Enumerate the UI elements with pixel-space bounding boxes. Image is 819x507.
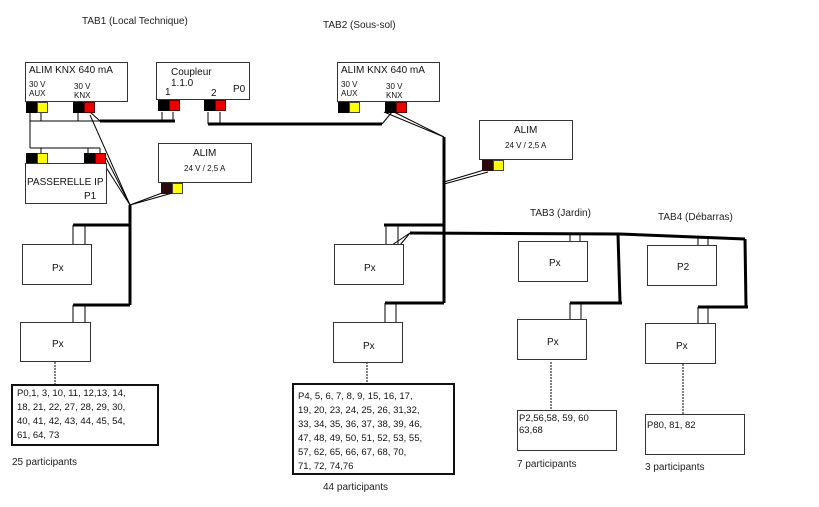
terminal-aux bbox=[172, 183, 183, 194]
wire bbox=[393, 111, 445, 138]
alim-knx-title: ALIM KNX 640 mA bbox=[29, 65, 113, 76]
aux-voltage: 30 V bbox=[341, 80, 358, 89]
wire bbox=[89, 114, 131, 206]
device-label: Px bbox=[549, 258, 561, 269]
tab1-alim-knx: ALIM KNX 640 mA 30 V AUX 30 V KNX bbox=[25, 62, 128, 102]
terminal-positive bbox=[215, 100, 226, 111]
alim-spec: 24 V / 2,5 A bbox=[505, 141, 547, 150]
device-label: Px bbox=[364, 263, 376, 274]
tab4-title: TAB4 (Débarras) bbox=[658, 212, 733, 223]
participants-list-text: P80, 81, 82 bbox=[647, 420, 696, 431]
terminal-negative bbox=[84, 153, 95, 164]
tab4-participants-list: P80, 81, 82 bbox=[645, 414, 745, 455]
terminal-negative bbox=[204, 100, 215, 111]
tab2-participants-count: 44 participants bbox=[323, 482, 389, 493]
tab4-device-1: P2 bbox=[647, 245, 717, 286]
tab3-participants-count: 7 participants bbox=[517, 459, 577, 470]
terminal-negative bbox=[26, 153, 37, 164]
aux-label: AUX bbox=[341, 89, 358, 98]
coupleur-title: Coupleur bbox=[171, 67, 212, 78]
tab2-device-1: Px bbox=[334, 244, 404, 285]
device-label: Px bbox=[363, 341, 375, 352]
alim-title: ALIM bbox=[193, 148, 217, 159]
participants-list-text: P0,1, 3, 10, 11, 12,13, 14, 18, 21, 22, … bbox=[17, 388, 126, 441]
coupleur-port-2: 2 bbox=[211, 88, 217, 99]
bus-line bbox=[619, 232, 746, 241]
tab1-device-2: Px bbox=[20, 322, 91, 362]
terminal-negative bbox=[158, 100, 169, 111]
terminal-aux bbox=[37, 102, 48, 113]
tab2-alim-knx: ALIM KNX 640 mA 30 V AUX 30 V KNX bbox=[337, 62, 440, 102]
coupleur-id: P0 bbox=[233, 84, 246, 95]
passerelle-id: P1 bbox=[84, 191, 97, 202]
wire bbox=[383, 111, 445, 138]
device-label: P2 bbox=[677, 262, 690, 273]
wire bbox=[129, 191, 177, 206]
wire bbox=[399, 232, 411, 246]
passerelle-title: PASSERELLE IP bbox=[27, 177, 104, 188]
wire bbox=[443, 169, 485, 183]
tab1-participants-count: 25 participants bbox=[12, 457, 78, 468]
alim-spec: 24 V / 2,5 A bbox=[184, 164, 226, 173]
tab1-participants-list: P0,1, 3, 10, 11, 12,13, 14, 18, 21, 22, … bbox=[11, 384, 159, 446]
tab1-title: TAB1 (Local Technique) bbox=[82, 16, 188, 27]
knx-voltage: 30 V bbox=[74, 82, 91, 91]
wire bbox=[391, 232, 411, 246]
coupleur-port-1: 1 bbox=[165, 87, 171, 98]
terminal-negative bbox=[385, 102, 396, 113]
device-label: Px bbox=[676, 341, 688, 352]
tab1-passerelle-ip: PASSERELLE IP P1 bbox=[25, 163, 107, 204]
tab3-participants-list: P2,56,58, 59, 60 63,68 bbox=[517, 410, 617, 451]
device-label: Px bbox=[52, 339, 64, 350]
terminal-negative bbox=[73, 102, 84, 113]
tab1-device-1: Px bbox=[22, 244, 92, 285]
device-label: Px bbox=[547, 337, 559, 348]
terminal-positive bbox=[396, 102, 407, 113]
tab1-alim-24v: ALIM 24 V / 2,5 A bbox=[158, 143, 252, 183]
terminal-positive bbox=[169, 100, 180, 111]
device-label: Px bbox=[52, 263, 64, 274]
tab2-device-2: Px bbox=[333, 322, 403, 363]
participants-list-text: P2,56,58, 59, 60 63,68 bbox=[519, 413, 589, 436]
tab3-device-2: Px bbox=[517, 319, 587, 360]
tab1-coupleur: Coupleur 1.1.0 1 2 P0 bbox=[156, 62, 250, 100]
tab2-alim-24v: ALIM 24 V / 2,5 A bbox=[479, 120, 573, 160]
coupleur-address: 1.1.0 bbox=[171, 78, 194, 89]
aux-voltage: 30 V bbox=[29, 80, 46, 89]
bus-line bbox=[616, 233, 622, 304]
participants-list-text: P4, 5, 6, 7, 8, 9, 15, 16, 17, 19, 20, 2… bbox=[298, 391, 423, 472]
tab2-title: TAB2 (Sous-sol) bbox=[323, 20, 396, 31]
tab3-device-1: Px bbox=[518, 241, 588, 282]
aux-label: AUX bbox=[29, 89, 46, 98]
wire bbox=[89, 111, 101, 122]
terminal-negative bbox=[26, 102, 37, 113]
alim-knx-title: ALIM KNX 640 mA bbox=[341, 65, 425, 76]
terminal-positive bbox=[84, 102, 95, 113]
tab4-participants-count: 3 participants bbox=[645, 462, 705, 473]
wire bbox=[381, 111, 393, 125]
terminal-aux bbox=[349, 102, 360, 113]
tab4-device-2: Px bbox=[645, 323, 716, 364]
alim-title: ALIM bbox=[514, 125, 538, 136]
knx-label: KNX bbox=[74, 91, 91, 100]
knx-label: KNX bbox=[386, 91, 403, 100]
wire bbox=[443, 171, 489, 185]
terminal-negative bbox=[338, 102, 349, 113]
knx-voltage: 30 V bbox=[386, 82, 403, 91]
bus-line bbox=[409, 231, 621, 236]
terminal-negative bbox=[482, 160, 493, 171]
terminal-negative bbox=[161, 183, 172, 194]
terminal-aux bbox=[493, 160, 504, 171]
tab3-title: TAB3 (Jardin) bbox=[530, 208, 591, 219]
wire bbox=[105, 157, 131, 206]
bus-line bbox=[743, 238, 748, 308]
tab2-participants-list: P4, 5, 6, 7, 8, 9, 15, 16, 17, 19, 20, 2… bbox=[292, 383, 455, 475]
